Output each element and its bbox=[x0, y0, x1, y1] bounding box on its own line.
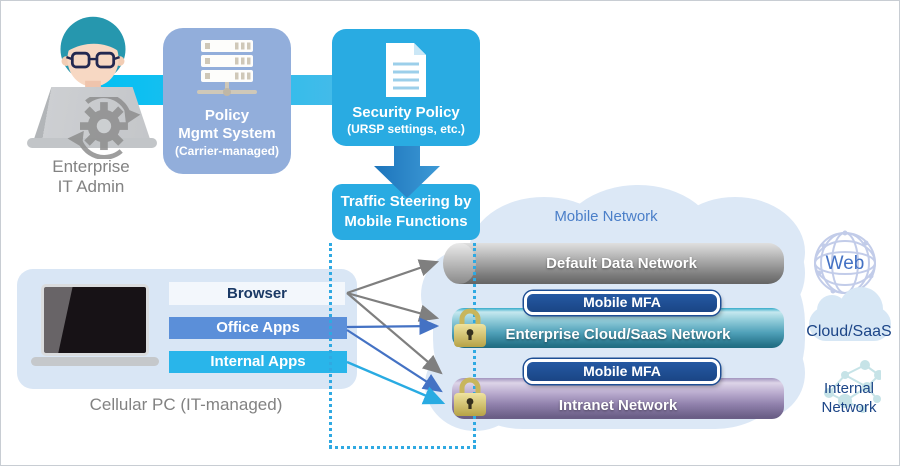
app-bar-browser: Browser bbox=[169, 282, 345, 305]
web-label: Web bbox=[825, 253, 865, 274]
down-arrow bbox=[374, 146, 440, 198]
policy-mgmt-box: Policy Mgmt System (Carrier-managed) bbox=[163, 28, 291, 174]
mobile-mfa-badge-enterprise: Mobile MFA bbox=[524, 291, 720, 315]
network-cylinder-intranet: Intranet Network bbox=[452, 378, 784, 419]
steering-box-line1: Traffic Steering by bbox=[340, 193, 472, 210]
steering-scope-dashed-left bbox=[329, 243, 332, 448]
pc-laptop-screen bbox=[41, 284, 149, 356]
web-globe-icon bbox=[814, 230, 876, 294]
mobile-mfa-badge-intranet: Mobile MFA bbox=[524, 359, 720, 384]
policy-box-title-line2: Mgmt System bbox=[178, 125, 276, 142]
admin-caption-line2: IT Admin bbox=[57, 177, 125, 196]
steering-scope-dashed-bottom bbox=[329, 446, 476, 449]
cylinder-cap bbox=[443, 243, 476, 284]
admin-caption-line1: Enterprise bbox=[52, 157, 130, 176]
app-bar-internal-apps: Internal Apps bbox=[169, 351, 347, 373]
network-cylinder-enterprise: Enterprise Cloud/SaaS Network bbox=[452, 308, 784, 348]
admin-caption: Enterprise IT Admin bbox=[23, 157, 159, 197]
security-box-subtitle: (URSP settings, etc.) bbox=[347, 122, 465, 136]
security-policy-box: Security Policy (URSP settings, etc.) bbox=[332, 29, 480, 146]
network-label-intranet: Intranet Network bbox=[558, 397, 678, 414]
network-cylinder-default: Default Data Network bbox=[443, 243, 784, 284]
server-stack-icon bbox=[197, 40, 257, 96]
app-bar-office-apps: Office Apps bbox=[169, 317, 347, 339]
cloud-saas-label: Cloud/SaaS bbox=[806, 323, 892, 340]
cloud-saas-icon bbox=[809, 287, 891, 341]
internal-network-icon bbox=[824, 360, 881, 413]
mobile-network-label: Mobile Network bbox=[554, 208, 658, 225]
lock-icon-enterprise bbox=[454, 308, 486, 347]
network-label-default: Default Data Network bbox=[546, 255, 697, 272]
document-icon bbox=[386, 43, 426, 97]
pc-laptop-base bbox=[31, 357, 159, 366]
policy-box-subtitle: (Carrier-managed) bbox=[174, 144, 280, 158]
policy-box-title-line1: Policy bbox=[204, 107, 250, 124]
security-box-title: Security Policy bbox=[352, 104, 460, 121]
sync-gear-icon bbox=[67, 97, 141, 159]
pc-caption: Cellular PC (IT-managed) bbox=[89, 395, 283, 414]
internal-network-label-line2: Network bbox=[821, 399, 877, 416]
internal-network-label-line1: Internal bbox=[823, 380, 875, 397]
network-label-enterprise: Enterprise Cloud/SaaS Network bbox=[505, 326, 731, 343]
steering-box-line2: Mobile Functions bbox=[344, 213, 468, 230]
route-arrow-office-enterprise bbox=[346, 317, 440, 335]
lock-icon-intranet bbox=[454, 377, 486, 416]
internal-network-label: Internal Network bbox=[807, 379, 891, 417]
